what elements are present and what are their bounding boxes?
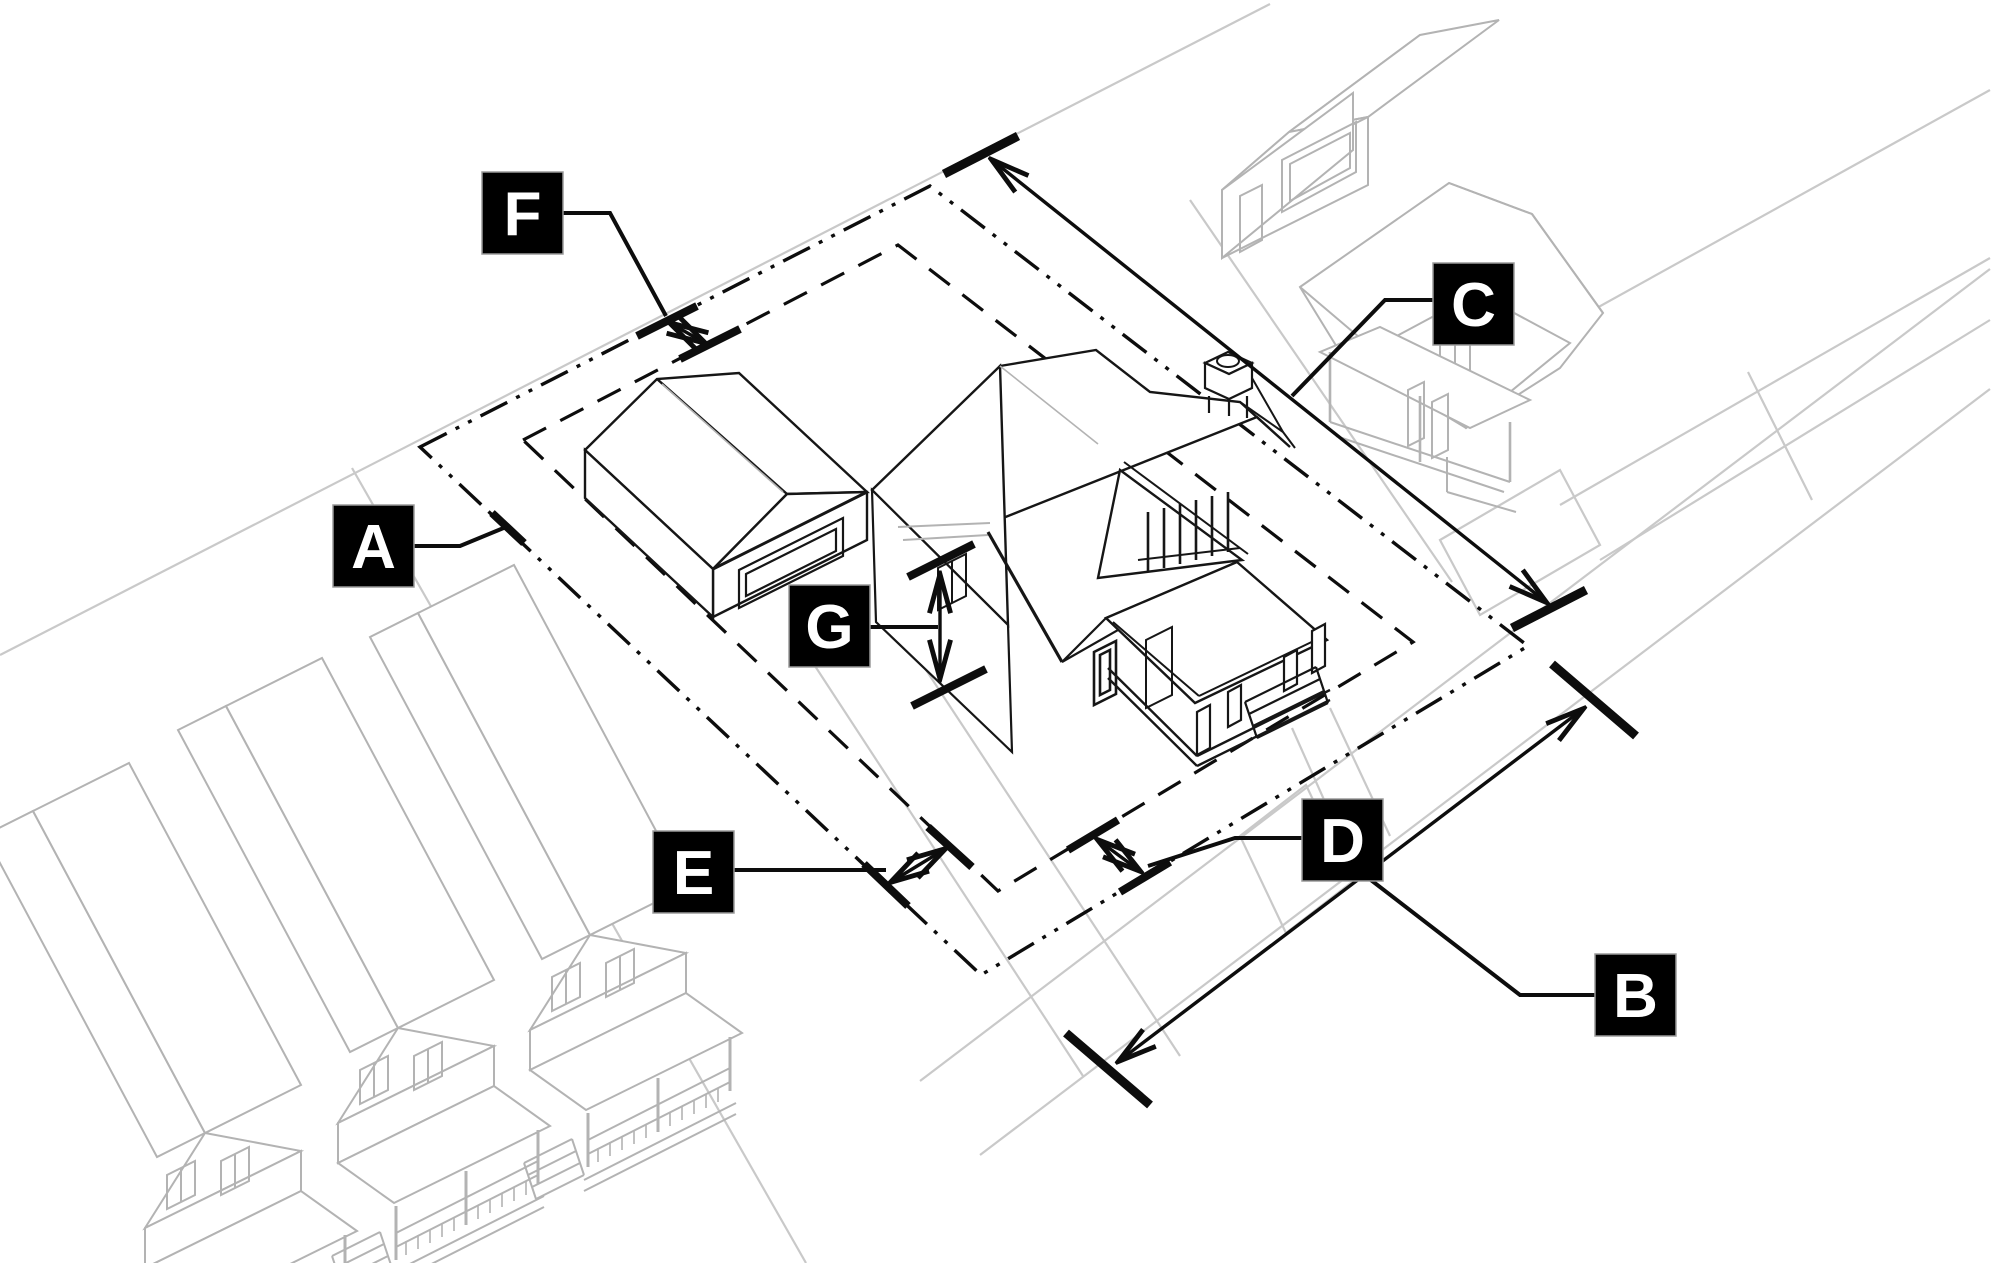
label-a: A	[332, 504, 415, 588]
dimension-lot-width	[1063, 660, 1639, 1109]
label-c-letter: C	[1451, 271, 1496, 340]
leader-a	[414, 525, 507, 548]
neighbor-houses-left	[0, 563, 744, 1263]
leader-c	[1290, 298, 1433, 398]
label-g-box	[788, 584, 871, 668]
leader-f	[562, 211, 668, 317]
dimension-building-height	[906, 540, 988, 710]
dimension-front-setback	[1065, 816, 1173, 896]
label-g: G	[788, 584, 871, 668]
label-f-box	[481, 171, 564, 255]
label-f-letter: F	[504, 180, 542, 249]
label-g-letter: G	[805, 593, 853, 662]
label-a-box	[332, 504, 415, 588]
label-b-letter: B	[1613, 962, 1658, 1031]
label-f: F	[481, 171, 564, 255]
neighbor-house-right	[1298, 181, 1605, 513]
dimension-lot-depth	[941, 131, 1589, 633]
setback-line	[520, 243, 1416, 893]
label-a-letter: A	[351, 513, 396, 582]
label-e-letter: E	[673, 839, 714, 908]
label-b-box	[1594, 953, 1677, 1037]
leader-d	[1147, 836, 1302, 868]
label-c: C	[1432, 262, 1515, 346]
dimension-rear-setback	[635, 302, 742, 363]
label-c-box	[1432, 262, 1515, 346]
label-d-box	[1301, 798, 1384, 882]
lot-boundary-line	[417, 183, 1532, 978]
garage	[583, 371, 870, 620]
label-e-box	[652, 830, 735, 914]
dimension-side-setback	[861, 824, 975, 909]
label-leaders	[414, 211, 1595, 997]
label-b: B	[1594, 953, 1677, 1037]
driveway-line	[797, 639, 1084, 1077]
label-e: E	[652, 830, 735, 914]
label-d: D	[1301, 798, 1384, 882]
label-d-letter: D	[1320, 807, 1365, 876]
leader-b	[1365, 875, 1595, 997]
leader-a-tick	[489, 510, 527, 546]
